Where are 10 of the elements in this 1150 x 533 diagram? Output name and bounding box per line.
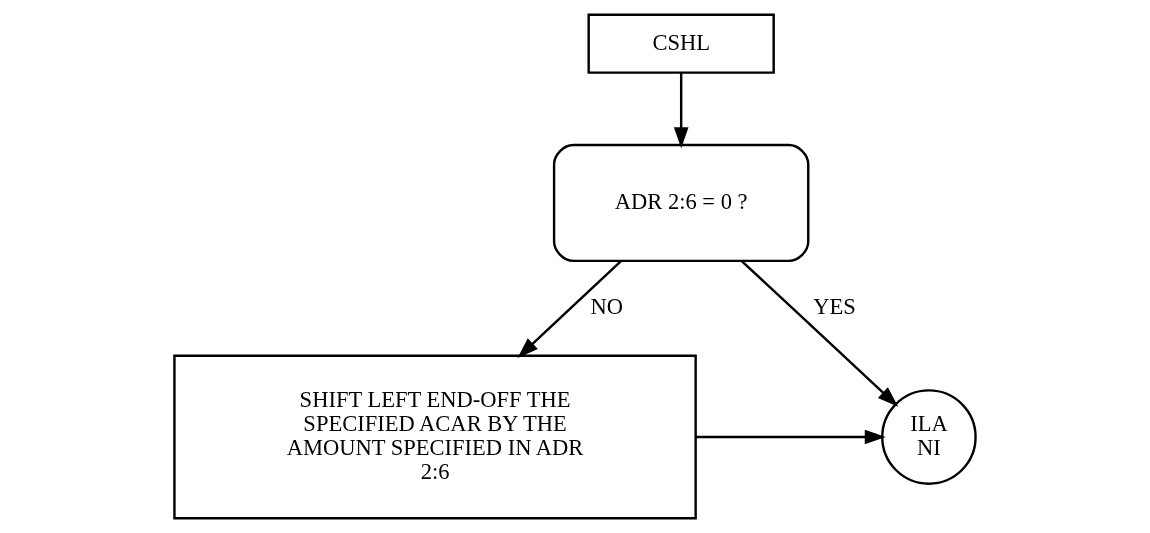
node-circle: ILA NI bbox=[881, 389, 977, 485]
edge-label: YES bbox=[813, 294, 856, 320]
node-box: SHIFT LEFT END-OFF THE SPECIFIED ACAR BY THE AMOUNT SPECIFIED IN ADR 2:6 bbox=[173, 354, 697, 520]
node-box: ADR 2:6 = 0 ? bbox=[552, 143, 810, 263]
node-box: CSHL bbox=[587, 13, 775, 74]
arrow bbox=[517, 260, 622, 359]
arrow bbox=[695, 429, 886, 445]
edge-label: NO bbox=[590, 294, 624, 320]
arrow bbox=[740, 260, 899, 407]
arrow bbox=[673, 73, 689, 149]
